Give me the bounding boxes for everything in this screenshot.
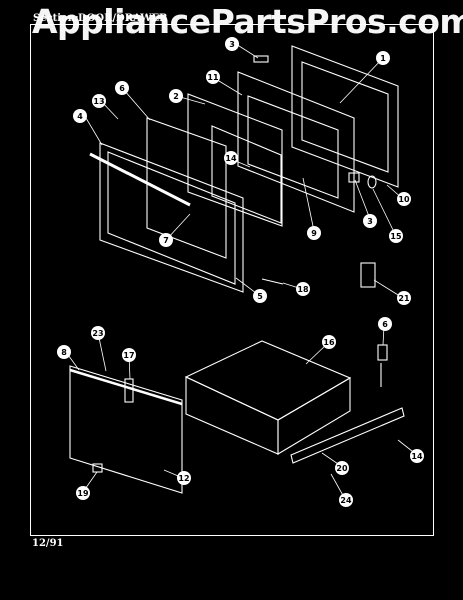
callout-19: 19 [77, 489, 89, 498]
callout-circle-17 [122, 348, 136, 362]
callout-circle-18 [296, 282, 310, 296]
drawer-rail [290, 407, 405, 464]
callout-circle-23 [91, 326, 105, 340]
callout-14a: 14 [225, 154, 237, 163]
callout-6a: 6 [119, 84, 125, 93]
callout-circle-6a [115, 81, 129, 95]
callout-circle-16 [322, 335, 336, 349]
callout-9: 9 [311, 229, 317, 238]
callout-circle-4 [73, 109, 87, 123]
callout-20: 20 [336, 464, 348, 473]
callout-21: 21 [398, 294, 410, 303]
callout-circle-6b [378, 317, 392, 331]
callout-10: 10 [398, 195, 410, 204]
callout-13: 13 [93, 97, 104, 106]
drawer-box-front [185, 376, 279, 455]
watermark: AppliancePartsPros.com [32, 2, 463, 41]
door-glass-6 [146, 117, 227, 259]
callout-circle-14b [410, 449, 424, 463]
revision-date: 12/91 [32, 538, 64, 549]
callout-7: 7 [163, 236, 169, 245]
callout-circle-8 [57, 345, 71, 359]
callout-3b: 3 [367, 217, 373, 226]
callout-6b: 6 [382, 320, 388, 329]
callout-circle-5 [253, 289, 267, 303]
callout-11: 11 [207, 73, 219, 82]
door-handle [89, 152, 191, 207]
part-3-side [348, 172, 360, 183]
callout-circle-19 [76, 486, 90, 500]
door-glass-2 [187, 93, 283, 227]
callout-4: 4 [77, 112, 83, 121]
callout-1: 1 [380, 54, 386, 63]
callout-circle-2 [169, 89, 183, 103]
callout-circle-14a [224, 151, 238, 165]
drawer-front-panel [69, 365, 183, 494]
door-liner [291, 45, 399, 188]
diagram-frame [30, 24, 434, 536]
callout-2: 2 [173, 92, 179, 101]
callout-circle-13 [92, 94, 106, 108]
part-3-top [253, 55, 269, 63]
callout-3a: 3 [229, 40, 235, 49]
callout-23: 23 [92, 329, 103, 338]
callout-circle-12 [177, 471, 191, 485]
part-18 [261, 278, 284, 285]
callout-circle-24 [339, 493, 353, 507]
door-glass-14 [211, 125, 282, 224]
callout-circle-9 [307, 226, 321, 240]
callout-18: 18 [297, 285, 309, 294]
drawer-trim-8 [69, 368, 183, 406]
callout-circle-3a [225, 37, 239, 51]
callout-15: 15 [390, 232, 402, 241]
drawer-box-side [277, 377, 351, 455]
callout-14b: 14 [411, 452, 423, 461]
callout-17: 17 [123, 351, 134, 360]
section-label: Section: [33, 13, 79, 24]
roller-6 [377, 344, 388, 361]
callout-24: 24 [340, 496, 352, 505]
callout-circle-7 [159, 233, 173, 247]
callout-circle-11 [206, 70, 220, 84]
callout-8: 8 [61, 348, 67, 357]
door-window [107, 151, 236, 285]
section-value: DOOR/DRAWER [78, 13, 168, 24]
inner-door-frame [237, 71, 355, 213]
callout-circle-3b [363, 214, 377, 228]
callout-12: 12 [178, 474, 189, 483]
callout-16: 16 [323, 338, 335, 347]
drawer-box-top [184, 340, 352, 421]
drawer-bracket-17 [124, 378, 134, 403]
inner-door-window [247, 95, 339, 199]
callout-5: 5 [257, 292, 263, 301]
callout-circle-21 [397, 291, 411, 305]
hinge-21 [360, 262, 376, 288]
part-19 [92, 463, 103, 473]
part-15 [367, 175, 377, 189]
outer-door-panel [99, 142, 244, 293]
callout-circle-15 [389, 229, 403, 243]
callout-circle-20 [335, 461, 349, 475]
callout-circle-10 [397, 192, 411, 206]
callout-circle-1 [376, 51, 390, 65]
